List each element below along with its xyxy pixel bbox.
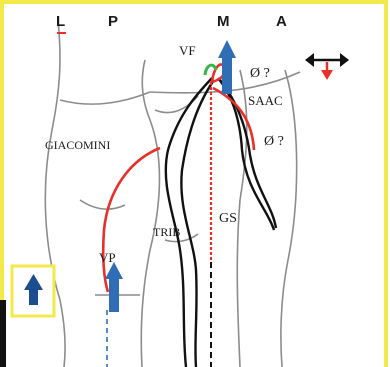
- label-vp: VP: [99, 250, 116, 265]
- label-phi-mid: Ø ?: [264, 134, 284, 149]
- dark-corner-block: [0, 300, 6, 367]
- label-saac: SAAC: [248, 93, 283, 108]
- col-label-p: P: [108, 13, 118, 30]
- flow-arrow-vf: [218, 40, 236, 94]
- col-label-l: L: [56, 13, 65, 30]
- double-arrow-icon: [305, 53, 349, 80]
- label-phi-top: Ø ?: [250, 66, 270, 81]
- label-gs: GS: [219, 211, 237, 226]
- label-trib: TRIB: [153, 225, 180, 239]
- label-giacomini: GIACOMINI: [45, 138, 110, 152]
- label-vf: VF: [179, 43, 196, 58]
- col-label-m: M: [217, 13, 230, 30]
- col-label-a: A: [276, 13, 287, 30]
